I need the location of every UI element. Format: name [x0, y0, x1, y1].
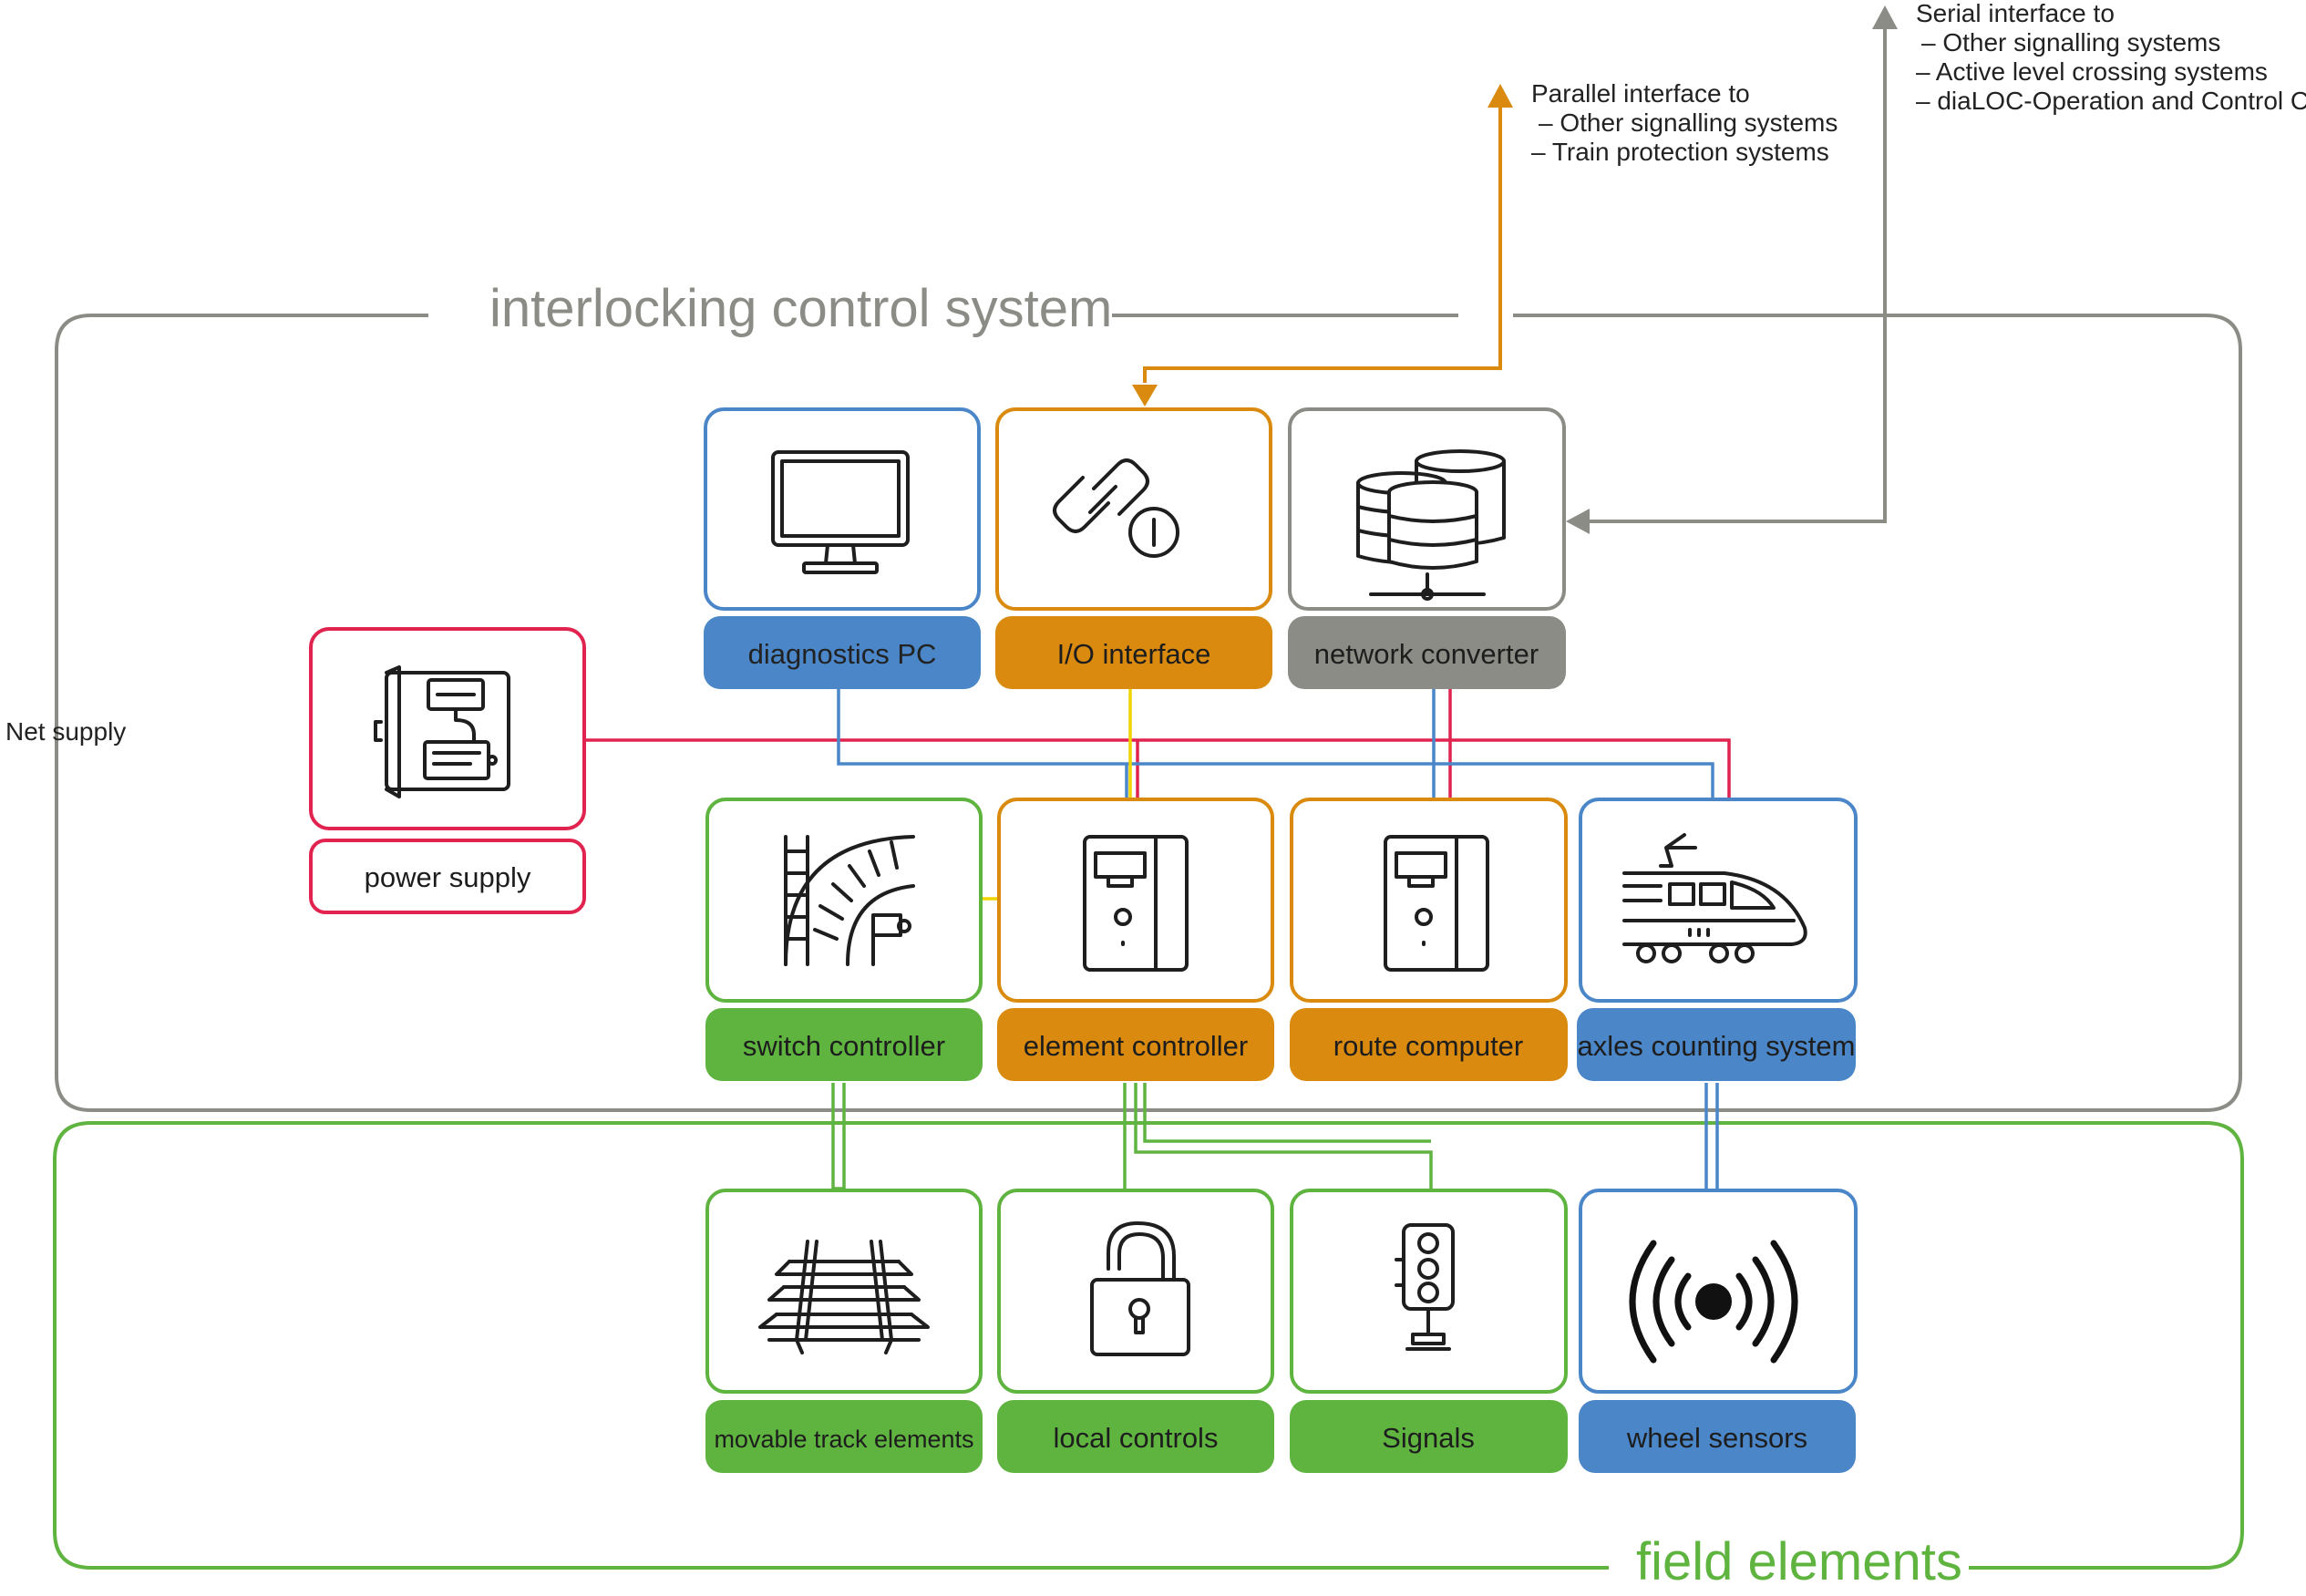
rail-switch-icon: [784, 835, 915, 966]
computer-tower-icon: [1083, 835, 1189, 972]
link-icon: [1053, 458, 1179, 558]
wheel-sensors-label: wheel sensors: [1626, 1422, 1807, 1454]
movable-track-elements[interactable]: movable track elements: [705, 1189, 983, 1473]
arrow-up-icon: [1488, 84, 1513, 108]
io-interface[interactable]: I/O interface: [995, 407, 1272, 689]
arrow-up-icon: [1872, 5, 1898, 29]
signals-label: Signals: [1382, 1422, 1475, 1454]
arrow-down-icon: [1132, 385, 1158, 407]
route-computer-label: route computer: [1333, 1030, 1524, 1062]
train-icon: [1622, 833, 1807, 963]
power-supply[interactable]: power supply: [309, 627, 586, 914]
serial-interface-item: – diaLOC-Operation and Control Centre: [1916, 87, 2306, 115]
local-controls-label: local controls: [1054, 1422, 1219, 1454]
switch-controller[interactable]: switch controller: [705, 798, 983, 1081]
parallel-interface-item: – Other signalling systems: [1539, 108, 1838, 137]
element-controller-label: element controller: [1024, 1030, 1248, 1062]
parallel-interface-item: – Train protection systems: [1531, 138, 1829, 166]
sensor-waves-icon: [1629, 1240, 1798, 1364]
switch-controller-label: switch controller: [743, 1030, 945, 1062]
field-title: field elements: [1636, 1532, 1962, 1591]
serial-interface-item: – Active level crossing systems: [1916, 57, 2268, 86]
diagnostics-pc-label: diagnostics PC: [748, 638, 937, 670]
wheel-sensors[interactable]: wheel sensors: [1579, 1189, 1858, 1473]
traffic-signal-icon: [1395, 1223, 1455, 1351]
serial-interface-item: – Other signalling systems: [1921, 28, 2220, 57]
network-converter[interactable]: network converter: [1288, 407, 1566, 689]
signals[interactable]: Signals: [1290, 1189, 1568, 1473]
axles-counting-system-label: axles counting system: [1578, 1030, 1856, 1062]
electrical-cabinet-icon: [374, 665, 510, 798]
power-supply-label: power supply: [365, 861, 531, 893]
field-region: field elements: [53, 1121, 2244, 1591]
monitor-icon: [771, 450, 910, 574]
interlocking-title: interlocking control system: [489, 279, 1112, 338]
serial-interface-connector: [1566, 5, 1898, 534]
network-converter-label: network converter: [1314, 638, 1539, 670]
parallel-interface-title: Parallel interface to: [1531, 79, 1750, 108]
parallel-interface-note: Parallel interface to – Other signalling…: [1531, 79, 1838, 166]
padlock-icon: [1090, 1221, 1190, 1356]
interlocking-region: interlocking control system: [55, 279, 2242, 1112]
serial-interface-title: Serial interface to: [1916, 0, 2115, 27]
local-controls[interactable]: local controls: [997, 1189, 1274, 1473]
diagnostics-pc[interactable]: diagnostics PC: [704, 407, 981, 689]
serial-interface-note: Serial interface to – Other signalling s…: [1916, 0, 2306, 115]
server-icon: [1356, 449, 1506, 601]
railway-track-icon: [758, 1240, 930, 1354]
parallel-interface-connector: [1132, 84, 1513, 407]
element-controller[interactable]: element controller: [997, 798, 1274, 1081]
axles-counting-system[interactable]: axles counting system: [1577, 798, 1858, 1081]
net-supply-label: Net supply: [5, 717, 126, 746]
movable-track-elements-label: movable track elements: [714, 1426, 973, 1453]
computer-tower-icon: [1384, 835, 1489, 972]
route-computer[interactable]: route computer: [1290, 798, 1568, 1081]
io-interface-label: I/O interface: [1057, 638, 1211, 670]
arrow-left-icon: [1566, 509, 1590, 534]
